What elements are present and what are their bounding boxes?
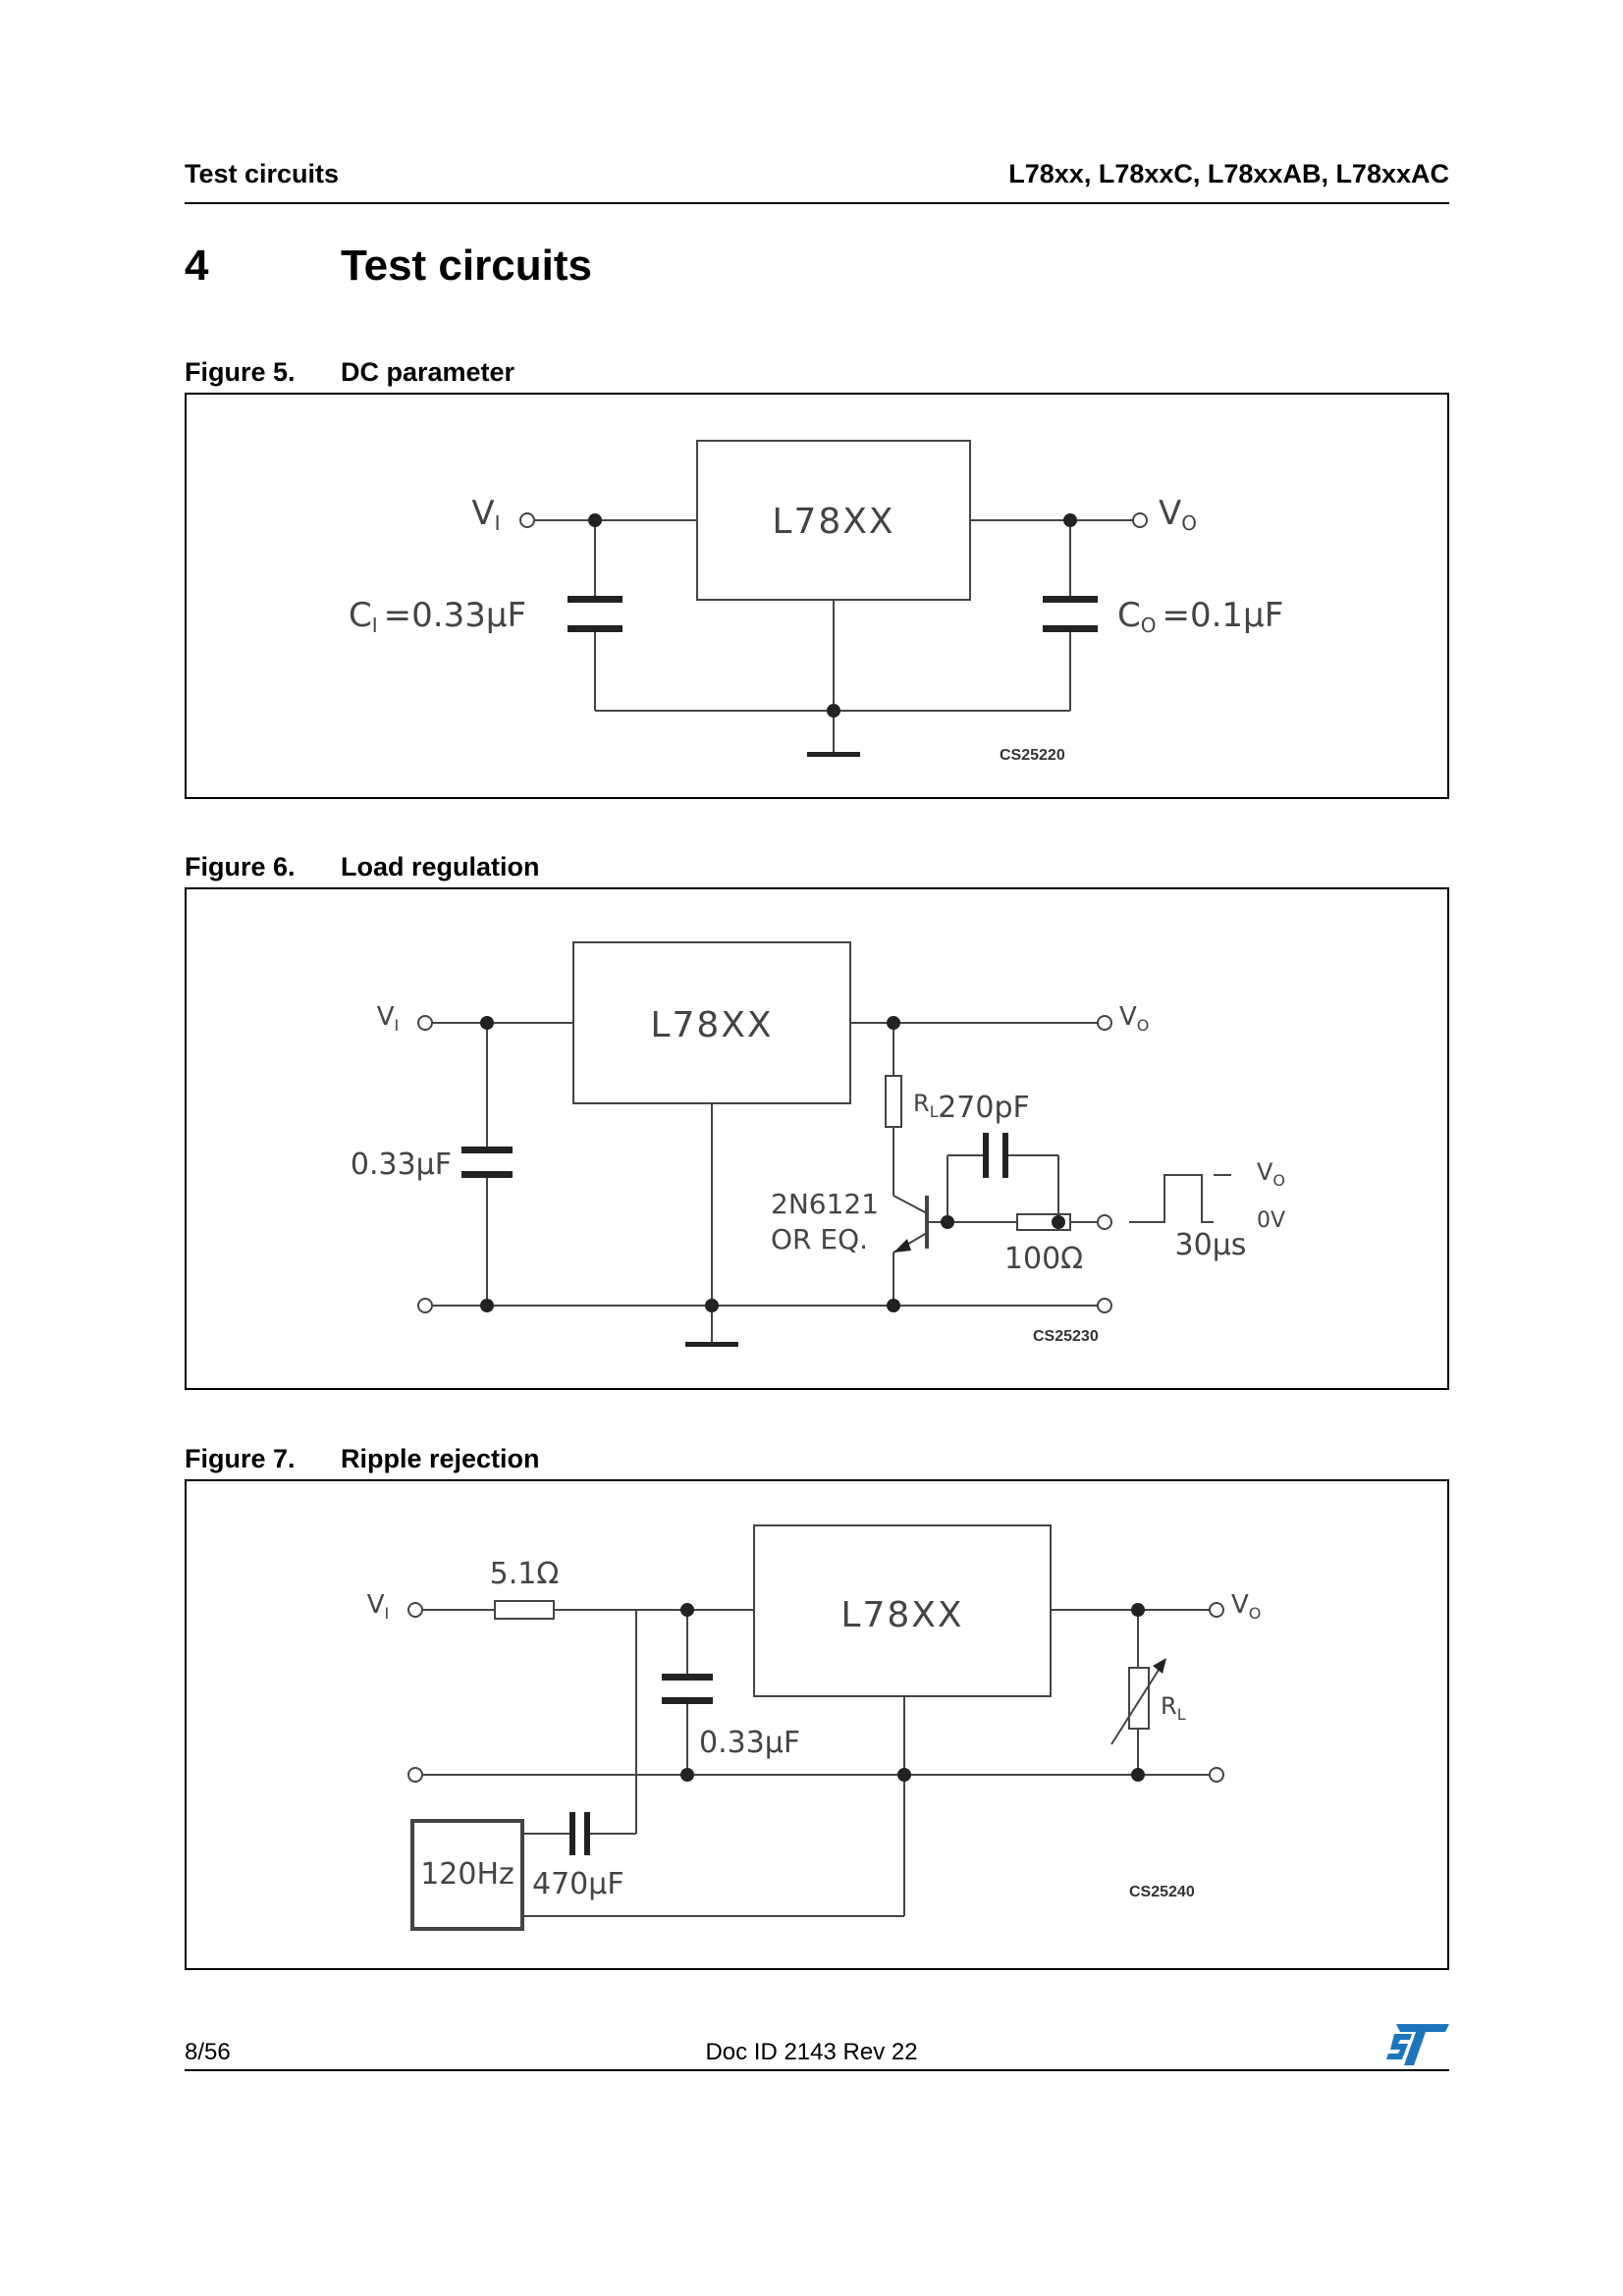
- input-capacitor-label: 0.33µF: [699, 1726, 800, 1760]
- emitter-arrow: [893, 1239, 911, 1253]
- input-capacitor-plate-bottom: [568, 625, 622, 632]
- input-terminal: [417, 1015, 433, 1031]
- chip-label: L78XX: [650, 1005, 773, 1045]
- input-terminal: [519, 512, 535, 528]
- coupling-capacitor-label: 470µF: [532, 1867, 624, 1901]
- junction-dot: [705, 1299, 719, 1312]
- junction-dot: [897, 1768, 911, 1782]
- output-capacitor-label: CO=0.1µF: [1117, 596, 1283, 637]
- figure-6-number: Figure 6.: [185, 852, 296, 881]
- ripple-source-label: 120Hz: [420, 1857, 514, 1892]
- output-voltage-label: VO: [1159, 494, 1197, 535]
- series-resistor-label: 5.1Ω: [490, 1557, 560, 1591]
- figure-code: CS25240: [1129, 1884, 1195, 1900]
- figure-6-title: Load regulation: [341, 852, 540, 881]
- input-voltage-label: VI: [367, 1590, 390, 1623]
- input-capacitor-label: CI=0.33µF: [349, 596, 526, 637]
- section-title: Test circuits: [341, 241, 592, 290]
- figure-6-frame: L78XX VI VO 0.33µF RL 270pF 2N6121 OR EQ…: [185, 887, 1449, 1390]
- junction-dot: [887, 1299, 900, 1312]
- ground-terminal-left: [417, 1298, 433, 1313]
- junction-dot: [680, 1603, 694, 1617]
- series-resistor: [494, 1600, 555, 1620]
- figure-5-number: Figure 5.: [185, 357, 296, 387]
- input-capacitor-plate-top: [568, 596, 622, 603]
- transistor-alt-label: OR EQ.: [771, 1223, 868, 1255]
- st-logo: [1386, 2024, 1449, 2065]
- variable-load-resistor: [1128, 1667, 1150, 1730]
- pulse-width-label: 30µs: [1175, 1228, 1247, 1262]
- coupling-capacitor-plate-left: [569, 1812, 575, 1855]
- capacitor-270pf-plate-left: [983, 1133, 989, 1178]
- ground-symbol: [807, 752, 860, 757]
- junction-dot: [480, 1299, 494, 1312]
- st-logo-icon: [1386, 2024, 1449, 2065]
- input-capacitor-plate-bottom: [461, 1171, 513, 1178]
- input-terminal: [407, 1602, 423, 1618]
- output-capacitor-plate-bottom: [1043, 625, 1098, 632]
- figure-5-frame: L78XX VI VO CI=0.33µF CO=0.1µF CS25220: [185, 393, 1449, 799]
- junction-dot: [1052, 1215, 1065, 1229]
- running-header-section: Test circuits: [185, 159, 340, 188]
- figure-code: CS25230: [1033, 1328, 1099, 1345]
- figure-7-number: Figure 7.: [185, 1444, 296, 1473]
- figure-7-title: Ripple rejection: [341, 1444, 540, 1473]
- output-terminal: [1209, 1602, 1224, 1618]
- variable-resistor-arrowhead: [1153, 1658, 1166, 1674]
- input-capacitor-plate-bottom: [662, 1697, 713, 1704]
- page-number: 8/56: [185, 2039, 231, 2065]
- capacitor-270pf-plate-right: [1002, 1133, 1008, 1178]
- pulse-waveform: [1129, 1174, 1214, 1223]
- junction-dot: [941, 1215, 954, 1229]
- figure-7-frame: L78XX VI VO 5.1Ω 0.33µF RL 120Hz 470µF C…: [185, 1479, 1449, 1970]
- base-resistor-label: 100Ω: [1004, 1242, 1083, 1276]
- junction-dot: [1131, 1768, 1145, 1782]
- figure-6-schematic: L78XX VI VO 0.33µF RL 270pF 2N6121 OR EQ…: [351, 941, 1285, 1347]
- ripple-source: [410, 1819, 524, 1931]
- pulse-input-terminal: [1097, 1214, 1112, 1230]
- junction-dot: [588, 513, 602, 527]
- input-capacitor-plate-top: [461, 1147, 513, 1153]
- figure-code: CS25220: [1000, 747, 1065, 764]
- capacitor-270pf-label: 270pF: [938, 1091, 1030, 1125]
- input-voltage-label: VI: [377, 1002, 400, 1035]
- ground-terminal-left: [407, 1767, 423, 1783]
- running-header-part-numbers: L78xx, L78xxC, L78xxAB, L78xxAC: [1008, 159, 1449, 188]
- transistor-label: 2N6121: [771, 1188, 879, 1220]
- junction-dot: [1063, 513, 1077, 527]
- output-voltage-label: VO: [1231, 1590, 1261, 1623]
- figure-5-title: DC parameter: [341, 357, 515, 387]
- input-capacitor-plate-top: [662, 1674, 713, 1681]
- input-voltage-label: VI: [471, 494, 500, 535]
- output-capacitor-plate-top: [1043, 596, 1098, 603]
- output-terminal: [1132, 512, 1148, 528]
- coupling-capacitor-plate-right: [584, 1812, 590, 1855]
- section-number: 4: [185, 241, 209, 290]
- junction-dot: [827, 704, 840, 718]
- load-resistor-label: RL: [913, 1090, 939, 1121]
- chip-label: L78XX: [772, 502, 894, 542]
- input-capacitor-label: 0.33µF: [351, 1148, 452, 1182]
- variable-resistor-arrow: [1110, 1663, 1163, 1745]
- ground-terminal-right: [1097, 1298, 1112, 1313]
- document-id: Doc ID 2143 Rev 22: [705, 2039, 918, 2065]
- header-rule: [185, 202, 1449, 204]
- pulse-low-label: 0V: [1257, 1208, 1285, 1233]
- load-resistor-label: RL: [1161, 1692, 1186, 1724]
- output-terminal: [1097, 1015, 1112, 1031]
- junction-dot: [887, 1016, 900, 1030]
- ground-symbol: [685, 1342, 738, 1347]
- figure-7-schematic: L78XX VI VO 5.1Ω 0.33µF RL 120Hz 470µF C…: [367, 1524, 1261, 1931]
- figure-5-schematic: L78XX VI VO CI=0.33µF CO=0.1µF CS25220: [349, 440, 1283, 764]
- junction-dot: [480, 1016, 494, 1030]
- chip-label: L78XX: [840, 1595, 963, 1635]
- ground-terminal-right: [1209, 1767, 1224, 1783]
- junction-dot: [1131, 1603, 1145, 1617]
- footer-rule: [185, 2069, 1449, 2071]
- junction-dot: [680, 1768, 694, 1782]
- pulse-high-label: VO: [1257, 1158, 1285, 1190]
- load-resistor: [885, 1075, 902, 1128]
- output-voltage-label: VO: [1119, 1002, 1149, 1035]
